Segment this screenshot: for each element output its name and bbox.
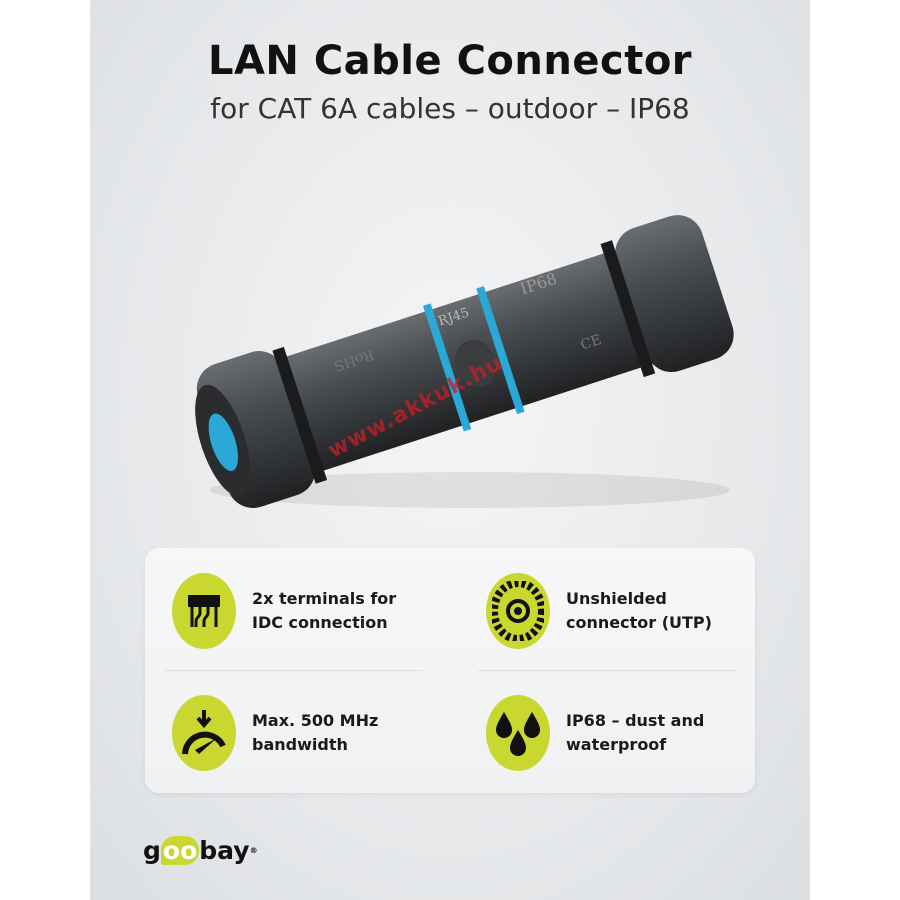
feature-unshielded: Unshielded connector (UTP) [486,573,712,649]
feature-text: Max. 500 MHz [252,711,379,730]
page-subtitle: for CAT 6A cables – outdoor – IP68 [210,92,690,125]
feature-text: 2x terminals for [252,589,397,608]
divider [478,670,736,671]
page-title: LAN Cable Connector [207,38,693,84]
feature-text: waterproof [566,735,667,754]
water-drops-icon [486,695,550,771]
feature-ip68: IP68 – dust and waterproof [486,695,704,771]
svg-text:CE: CE [579,332,604,354]
feature-text: IP68 – dust and [566,711,705,730]
feature-bandwidth: Max. 500 MHz bandwidth [172,695,378,771]
feature-text: bandwidth [252,735,348,754]
logo-part: bay [199,836,250,865]
logo-part: oo [160,836,200,865]
idc-terminal-icon [172,573,236,649]
bandwidth-gauge-icon [172,695,236,771]
feature-text: connector (UTP) [566,613,712,632]
product-image-connector: RJ45 IP68 RoHS CE [195,215,734,509]
divider [165,670,423,671]
unshielded-cable-icon [486,573,550,649]
feature-text: Unshielded [566,589,667,608]
feature-text: IDC connection [252,613,388,632]
logo-part: g [143,836,161,865]
